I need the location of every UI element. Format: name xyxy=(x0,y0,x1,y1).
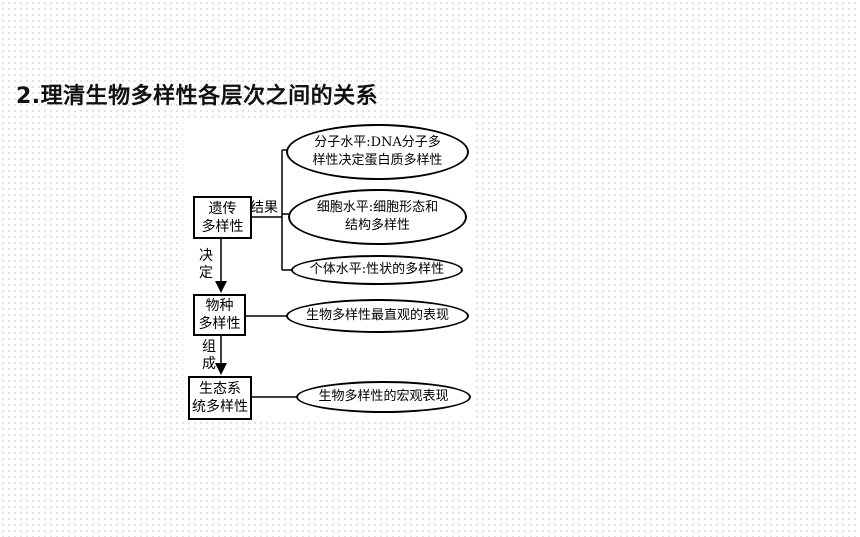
ecosystem-note-line-1: 生物多样性的宏观表现 xyxy=(318,389,449,404)
genetic-box-line-2: 多样性 xyxy=(201,218,244,235)
molecular-oval-line-1: 分子水平:DNA分子多 xyxy=(314,135,441,150)
page-title: 2.理清生物多样性各层次之间的关系 xyxy=(16,84,379,109)
cellular-oval-line-2: 结构多样性 xyxy=(344,218,410,233)
determines-label-char-1: 决 xyxy=(199,248,213,264)
cellular-level-oval: 细胞水平:细胞形态和 结构多样性 xyxy=(288,189,467,245)
individual-oval-line-1: 个体水平:性状的多样性 xyxy=(309,262,445,277)
determines-label-char-2: 定 xyxy=(199,265,213,281)
composes-label-char-2: 成 xyxy=(202,356,216,372)
genetic-diversity-box: 遗传 多样性 xyxy=(193,196,252,239)
species-note-oval: 生物多样性最直观的表现 xyxy=(286,299,469,333)
ecosystem-box-line-2: 统多样性 xyxy=(192,399,248,415)
composes-label-char-1: 组 xyxy=(202,339,216,355)
species-diversity-box: 物种 多样性 xyxy=(193,294,246,336)
ecosystem-diversity-box: 生态系 统多样性 xyxy=(188,376,252,420)
species-box-line-1: 物种 xyxy=(205,298,234,314)
molecular-oval-line-2: 样性决定蛋白质多样性 xyxy=(312,153,443,168)
species-box-line-2: 多样性 xyxy=(198,316,241,332)
individual-level-oval: 个体水平:性状的多样性 xyxy=(291,255,463,285)
genetic-box-line-1: 遗传 xyxy=(208,200,237,217)
cellular-oval-line-1: 细胞水平:细胞形态和 xyxy=(316,200,439,215)
ecosystem-note-oval: 生物多样性的宏观表现 xyxy=(296,381,471,413)
result-label: 结果 xyxy=(250,200,278,216)
determines-label: 决 定 xyxy=(198,248,214,282)
composes-label: 组 成 xyxy=(201,339,217,373)
species-note-line-1: 生物多样性最直观的表现 xyxy=(305,308,449,323)
ecosystem-box-line-1: 生态系 xyxy=(199,381,241,397)
molecular-level-oval: 分子水平:DNA分子多 样性决定蛋白质多样性 xyxy=(286,124,469,180)
